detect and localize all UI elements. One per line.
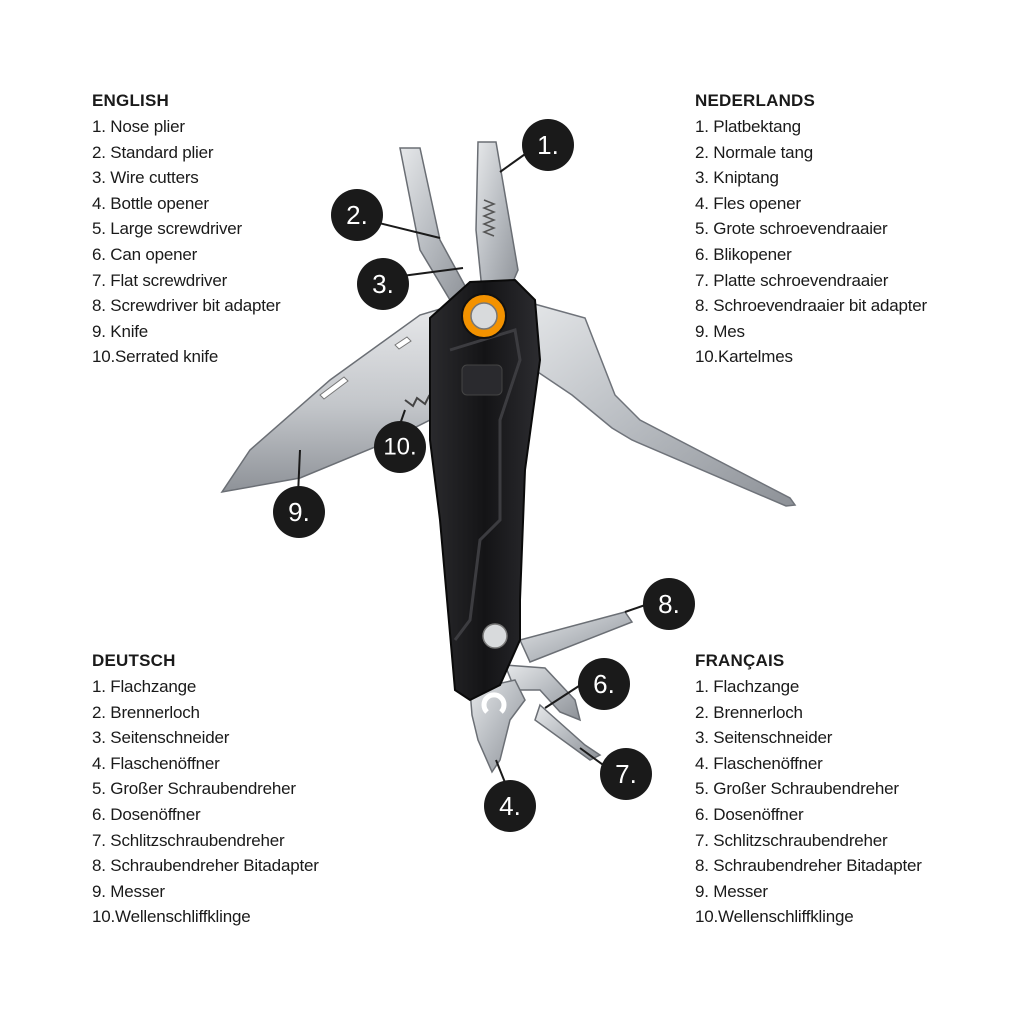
legend-item: 3. Seitenschneider xyxy=(695,728,833,748)
legend-item: 3. Kniptang xyxy=(695,168,779,188)
legend-item: 2. Brennerloch xyxy=(695,702,803,722)
handle xyxy=(429,278,542,702)
svg-text:6.: 6. xyxy=(593,669,615,699)
legend-item: 2. Standard plier xyxy=(92,142,214,162)
svg-text:9.: 9. xyxy=(288,497,310,527)
legend-item: 10.Serrated knife xyxy=(92,347,219,367)
legend-list: 1. Nose plier 2. Standard plier 3. Wire … xyxy=(92,114,422,370)
callout-2: 2. xyxy=(331,189,383,241)
svg-text:2.: 2. xyxy=(346,200,368,230)
legend-item: 3. Seitenschneider xyxy=(92,728,230,748)
callout-10: 10. xyxy=(374,421,426,473)
legend-title: NEDERLANDS xyxy=(695,91,816,110)
legend-item: 1. Nose plier xyxy=(92,117,185,136)
legend-item: 3. Wire cutters xyxy=(92,168,199,188)
legend-title: DEUTSCH xyxy=(92,651,176,670)
svg-text:7.: 7. xyxy=(615,759,637,789)
legend-item: 9. Mes xyxy=(695,321,745,341)
svg-text:8.: 8. xyxy=(658,589,680,619)
legend-item: 10.Wellenschliffklinge xyxy=(92,907,251,927)
legend-item: 6. Can opener xyxy=(92,244,198,264)
legend-title: ENGLISH xyxy=(92,91,169,110)
callout-4: 4. xyxy=(484,780,536,832)
legend-item: 4. Flaschenöffner xyxy=(695,753,823,773)
legend-item: 5. Grote schroevendraaier xyxy=(695,219,888,239)
legend-item: 5. Large screwdriver xyxy=(92,219,243,239)
legend-english: ENGLISH 1. Nose plier 2. Standard plier … xyxy=(92,91,422,370)
legend-item: 4. Flaschenöffner xyxy=(92,753,220,773)
legend-title: FRANÇAIS xyxy=(695,651,785,670)
svg-text:1.: 1. xyxy=(537,130,559,160)
legend-item: 7. Schlitzschraubendreher xyxy=(695,830,888,850)
legend-item: 8. Screwdriver bit adapter xyxy=(92,296,281,316)
legend-item: 7. Schlitzschraubendreher xyxy=(92,830,285,850)
legend-item: 2. Brennerloch xyxy=(92,702,200,722)
legend-item: 10.Wellenschliffklinge xyxy=(695,907,854,927)
legend-item: 2. Normale tang xyxy=(695,142,813,162)
legend-item: 4. Bottle opener xyxy=(92,193,209,213)
legend-item: 5. Großer Schraubendreher xyxy=(695,779,899,799)
legend-list: 1. Flachzange 2. Brennerloch 3. Seitensc… xyxy=(695,674,1024,930)
legend-item: 5. Großer Schraubendreher xyxy=(92,779,296,799)
legend-item: 6. Dosenöffner xyxy=(92,804,201,824)
legend-item: 10.Kartelmes xyxy=(695,347,793,367)
legend-francais: FRANÇAIS 1. Flachzange 2. Brennerloch 3.… xyxy=(695,651,1024,930)
callout-7: 7. xyxy=(600,748,652,800)
legend-item: 6. Dosenöffner xyxy=(695,804,804,824)
legend-item: 4. Fles opener xyxy=(695,193,801,213)
callout-3: 3. xyxy=(357,258,409,310)
bit-adapter xyxy=(518,611,634,663)
svg-text:10.: 10. xyxy=(383,434,416,461)
legend-item: 6. Blikopener xyxy=(695,244,792,264)
legend-item: 9. Messer xyxy=(92,881,165,901)
legend-deutsch: DEUTSCH 1. Flachzange 2. Brennerloch 3. … xyxy=(92,651,422,930)
bottle-opener xyxy=(469,679,526,774)
legend-item: 9. Knife xyxy=(92,321,149,341)
callout-9: 9. xyxy=(273,486,325,538)
legend-item: 9. Messer xyxy=(695,881,768,901)
legend-list: 1. Flachzange 2. Brennerloch 3. Seitensc… xyxy=(92,674,422,930)
nose-plier xyxy=(399,141,519,301)
legend-item: 1. Platbektang xyxy=(695,117,801,136)
callout-6: 6. xyxy=(578,658,630,710)
legend-item: 1. Flachzange xyxy=(92,677,197,696)
svg-text:3.: 3. xyxy=(372,269,394,299)
leader-lines xyxy=(297,151,649,791)
legend-item: 1. Flachzange xyxy=(695,677,800,696)
callout-1: 1. xyxy=(522,119,574,171)
can-opener xyxy=(503,664,602,761)
large-screwdriver xyxy=(519,299,797,507)
svg-text:4.: 4. xyxy=(499,791,521,821)
legend-item: 8. Schraubendreher Bitadapter xyxy=(92,856,319,876)
legend-list: 1. Platbektang 2. Normale tang 3. Knipta… xyxy=(695,114,1024,370)
legend-item: 7. Platte schroevendraaier xyxy=(695,270,889,290)
legend-nederlands: NEDERLANDS 1. Platbektang 2. Normale tan… xyxy=(695,91,1024,370)
callout-8: 8. xyxy=(643,578,695,630)
legend-item: 8. Schraubendreher Bitadapter xyxy=(695,856,922,876)
legend-item: 7. Flat screwdriver xyxy=(92,270,228,290)
legend-item: 8. Schroevendraaier bit adapter xyxy=(695,296,927,316)
